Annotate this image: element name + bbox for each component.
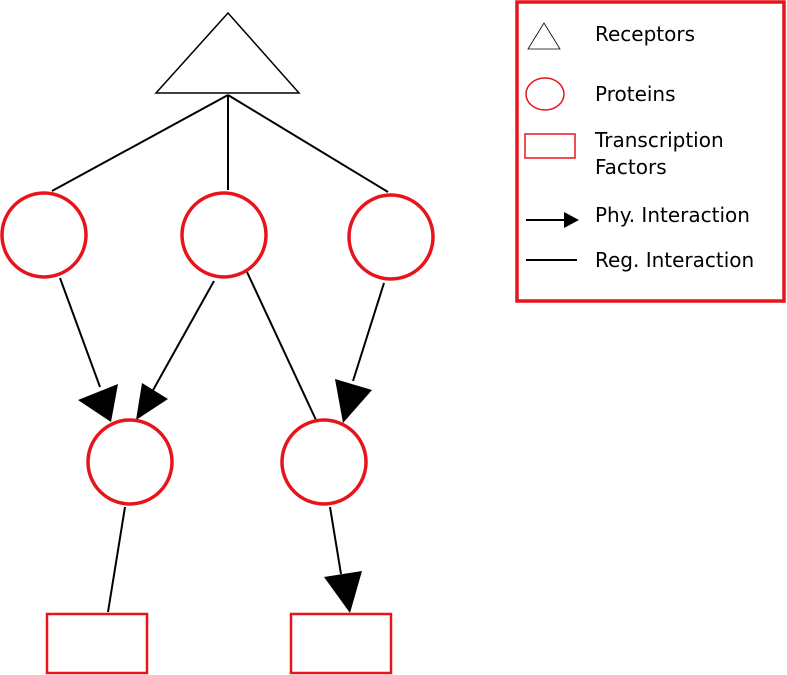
legend-tf-label-line-2: Factors [595, 155, 667, 179]
edge-protein-2-to-protein-5 [246, 271, 317, 421]
legend-receptors-label: Receptors [595, 22, 695, 46]
legend-protein-icon [525, 77, 565, 111]
transcription-factor-node-2[interactable] [289, 612, 393, 675]
edge-protein-1-to-protein-4-arrowhead [78, 384, 118, 422]
edge-layer [51, 94, 389, 613]
legend: Receptors Proteins Transcription Factors… [515, 0, 786, 303]
protein-node-3[interactable] [347, 193, 435, 281]
edge-protein-3-to-protein-5-arrowhead [335, 379, 372, 423]
protein-node-2[interactable] [180, 191, 268, 279]
protein-node-1[interactable] [0, 191, 88, 279]
protein-node-5[interactable] [280, 418, 368, 506]
edge-protein-3-to-protein-5 [352, 282, 385, 382]
legend-phy-interaction-label: Phy. Interaction [595, 203, 750, 227]
node-layer [0, 11, 435, 675]
edge-protein-2-to-protein-4 [151, 280, 215, 393]
legend-proteins-label: Proteins [595, 82, 676, 106]
legend-tf-label-line-1: Transcription [594, 128, 724, 152]
edge-protein-5-to-tf-2 [329, 506, 342, 575]
edge-protein-1-to-protein-4 [59, 277, 101, 388]
legend-transcription-factor-icon [524, 133, 576, 159]
receptor-node[interactable] [154, 11, 301, 94]
edge-receptor-to-protein-1 [51, 94, 229, 192]
edge-protein-4-to-tf-1 [107, 506, 126, 613]
legend-phy-interaction-arrowhead-icon [564, 212, 579, 228]
edge-protein-5-to-tf-2-arrowhead [324, 571, 362, 613]
legend-receptor-icon [527, 22, 561, 50]
protein-node-4[interactable] [86, 418, 174, 506]
edge-receptor-to-protein-3 [227, 94, 389, 193]
transcription-factor-node-1[interactable] [45, 612, 149, 675]
legend-reg-interaction-label: Reg. Interaction [595, 248, 754, 272]
edge-protein-2-to-protein-4-arrowhead [136, 383, 168, 420]
